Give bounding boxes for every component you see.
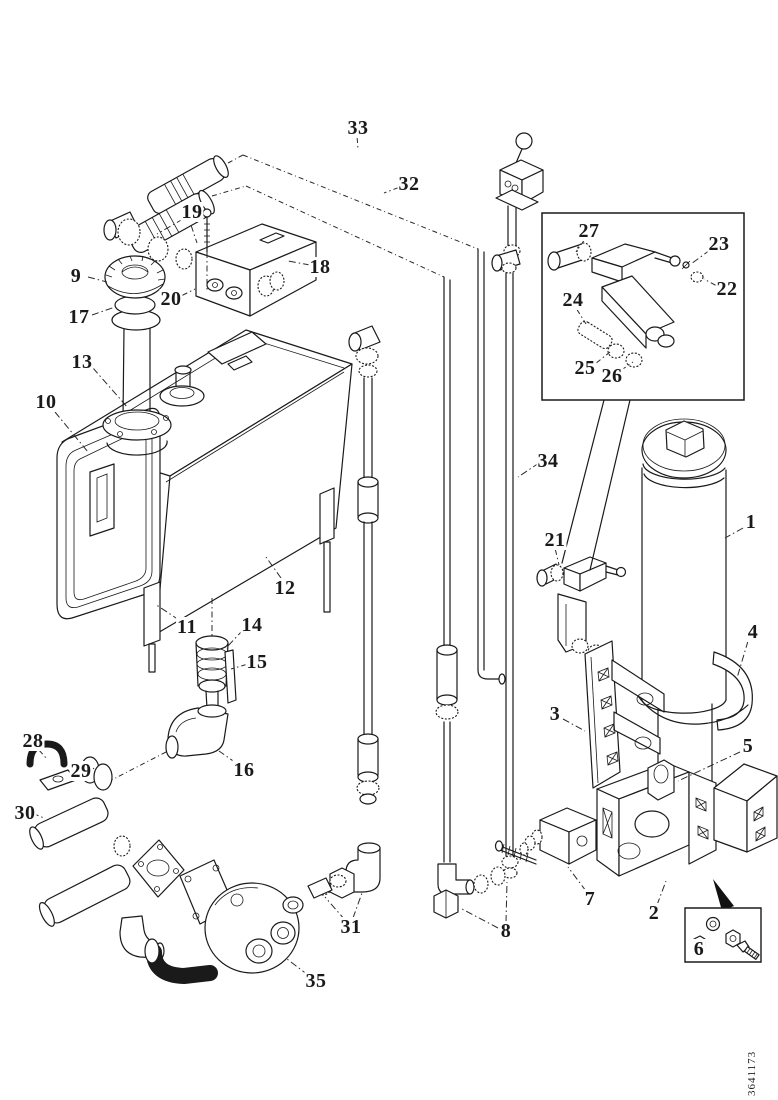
control-valve bbox=[492, 133, 543, 878]
elbow-fitting-8 bbox=[434, 864, 505, 918]
callout-19: 19 bbox=[180, 201, 204, 223]
leader-line-17 bbox=[92, 307, 115, 315]
leader-line-25 bbox=[595, 352, 610, 364]
callout-10: 10 bbox=[34, 391, 58, 413]
callout-8: 8 bbox=[499, 920, 513, 942]
leader-line-19 bbox=[157, 219, 183, 234]
callout-27: 27 bbox=[577, 220, 601, 242]
leader-line-31 bbox=[353, 893, 362, 918]
callout-25: 25 bbox=[573, 357, 597, 379]
callout-32: 32 bbox=[397, 173, 421, 195]
callout-3: 3 bbox=[548, 703, 562, 725]
callout-21: 21 bbox=[543, 529, 567, 551]
leader-line-11 bbox=[155, 604, 179, 620]
hose-route-lines bbox=[212, 155, 505, 862]
leader-line-31 bbox=[325, 897, 345, 920]
mounting-plate-3 bbox=[585, 641, 664, 788]
callout-11: 11 bbox=[176, 616, 198, 638]
leader-line-20 bbox=[181, 289, 195, 296]
callout-12: 12 bbox=[273, 577, 297, 599]
detail-inset-box bbox=[542, 213, 744, 570]
callout-5: 5 bbox=[741, 735, 755, 757]
leader-line-1 bbox=[725, 528, 743, 538]
callout-33: 33 bbox=[346, 117, 370, 139]
callout-6: 6 bbox=[692, 938, 706, 960]
drawing-number: 3641173 bbox=[746, 1050, 758, 1096]
leader-line-13 bbox=[93, 368, 128, 408]
hoist-cylinder bbox=[638, 419, 752, 813]
hose-clamps bbox=[27, 744, 164, 959]
callout-22: 22 bbox=[715, 278, 739, 300]
leader-line-22 bbox=[704, 279, 717, 286]
lower-bracket-assembly bbox=[597, 760, 777, 876]
callout-24: 24 bbox=[561, 289, 585, 311]
callout-9: 9 bbox=[69, 265, 83, 287]
leader-line-12 bbox=[266, 557, 281, 578]
leader-line-21 bbox=[555, 548, 559, 565]
leader-line-27 bbox=[576, 239, 585, 252]
leader-line-14 bbox=[226, 630, 243, 648]
callout-2: 2 bbox=[647, 902, 661, 924]
leader-line-2 bbox=[657, 881, 666, 905]
leader-line-8 bbox=[462, 909, 498, 928]
callout-20: 20 bbox=[159, 288, 183, 310]
leader-line-7 bbox=[568, 867, 586, 891]
callout-26: 26 bbox=[600, 365, 624, 387]
callout-14: 14 bbox=[240, 614, 264, 636]
leader-line-3 bbox=[563, 719, 585, 731]
valve-block-7 bbox=[496, 808, 597, 864]
tank-outlet-hose bbox=[313, 326, 380, 898]
relief-valve-21 bbox=[537, 557, 626, 659]
hydraulic-tank bbox=[57, 330, 352, 672]
leader-line-18 bbox=[288, 261, 310, 265]
callout-17: 17 bbox=[67, 306, 91, 328]
callout-1: 1 bbox=[744, 511, 758, 533]
callout-30: 30 bbox=[13, 802, 37, 824]
callout-23: 23 bbox=[707, 233, 731, 255]
callout-16: 16 bbox=[232, 759, 256, 781]
pump-assembly bbox=[133, 840, 332, 976]
leader-line-33 bbox=[357, 136, 358, 149]
callout-31: 31 bbox=[339, 916, 363, 938]
leader-line-23 bbox=[691, 250, 710, 264]
leader-line-10 bbox=[55, 412, 88, 452]
suction-strainer bbox=[100, 598, 236, 786]
callout-7: 7 bbox=[583, 888, 597, 910]
callout-28: 28 bbox=[21, 730, 45, 752]
callout-15: 15 bbox=[245, 651, 269, 673]
callout-29: 29 bbox=[69, 760, 93, 782]
valve-block bbox=[196, 224, 316, 316]
leader-line-24 bbox=[576, 308, 586, 324]
leader-line-5 bbox=[678, 752, 740, 781]
callout-35: 35 bbox=[304, 970, 328, 992]
leader-line-9 bbox=[88, 277, 107, 282]
callout-13: 13 bbox=[70, 351, 94, 373]
leader-line-19 bbox=[191, 225, 197, 243]
callout-34: 34 bbox=[536, 450, 560, 472]
leader-line-34 bbox=[518, 463, 539, 477]
leader-line-4 bbox=[737, 641, 748, 678]
callout-18: 18 bbox=[308, 256, 332, 278]
leader-line-32 bbox=[384, 187, 400, 193]
callout-4: 4 bbox=[746, 621, 760, 643]
leader-line-8 bbox=[506, 882, 507, 922]
leader-line-15 bbox=[231, 664, 248, 669]
